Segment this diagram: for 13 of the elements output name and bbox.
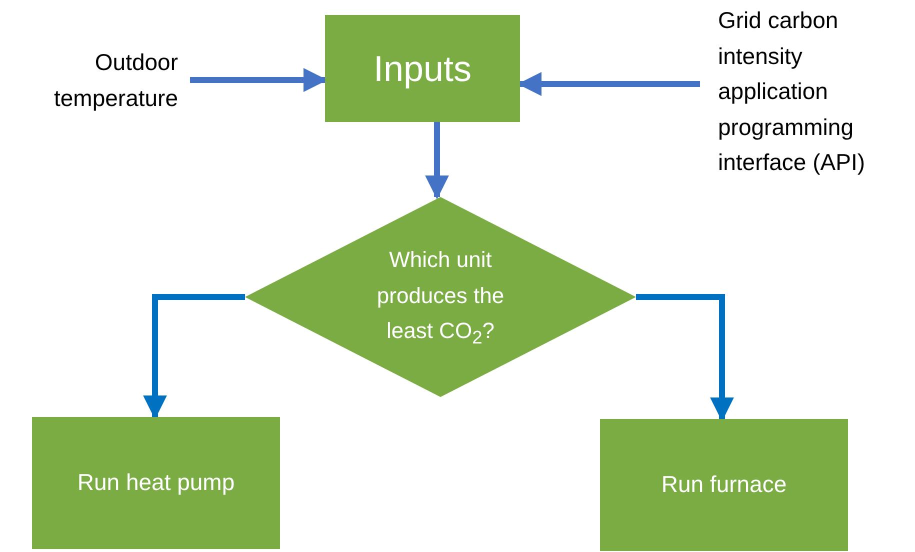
node-label: Which unit produces the least CO$_{2}$? [376, 246, 506, 350]
arrow [425, 122, 449, 200]
node-label: Inputs [373, 46, 472, 91]
arrow [190, 68, 328, 92]
arrow [143, 294, 245, 420]
arrow [636, 294, 734, 422]
node-label: Run heat pump [77, 468, 235, 498]
input-label: Grid carbon intensity application programming interface (API) [718, 6, 866, 178]
process-box [325, 15, 520, 122]
process-box [600, 419, 848, 551]
process-box [32, 417, 280, 549]
node-label: Run furnace [661, 470, 787, 500]
input-label: Outdoor temperature [54, 48, 178, 113]
